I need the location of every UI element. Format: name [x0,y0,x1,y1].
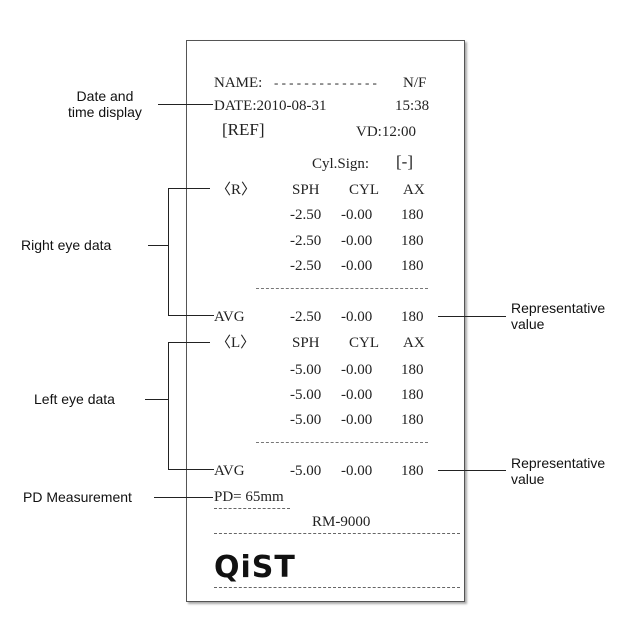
left-row-3-cyl: -0.00 [341,412,373,428]
right-row-1-sph: -2.50 [290,207,322,223]
left-avg-ax: 180 [401,463,424,479]
left-row-1-cyl: -0.00 [341,362,373,378]
right-header-cyl: CYL [349,182,379,198]
right-row-1-cyl: -0.00 [341,207,373,223]
left-header-ax: AX [403,335,425,351]
name-dashes: - - - - - - - - - - - - - - [274,75,377,90]
leader-right-eye [148,245,168,246]
right-avg-ax: 180 [401,309,424,325]
leader-left-eye [145,399,168,400]
right-row-2-sph: -2.50 [290,233,322,249]
annotation-pd: PD Measurement [23,489,132,505]
right-row-1-ax: 180 [401,207,424,223]
leader-pd [154,497,213,498]
footer-rule [214,587,460,588]
leader-date-time [158,104,213,105]
model-rule-bottom [214,533,460,534]
left-avg-sph: -5.00 [290,463,322,479]
right-row-2-cyl: -0.00 [341,233,373,249]
left-row-2-ax: 180 [401,387,424,403]
right-header-ax: AX [403,182,425,198]
bracket-right-eye-top [168,188,210,189]
right-avg-label: AVG [214,309,245,325]
left-avg-label: AVG [214,463,245,479]
model-text: RM-9000 [312,514,371,530]
left-separator [256,442,428,443]
model-rule-left [214,508,290,509]
annotation-left-eye: Left eye data [34,391,115,407]
left-header-cyl: CYL [349,335,379,351]
leader-representative-2 [438,470,506,471]
right-avg-cyl: -0.00 [341,309,373,325]
mode-text: [REF] [222,120,265,139]
qist-logo: QiST [214,550,296,585]
cyl-sign-value: [-] [396,152,413,171]
leader-representative-1 [438,316,506,317]
left-header-sph: SPH [292,335,320,351]
left-row-2-sph: -5.00 [290,387,322,403]
right-row-3-sph: -2.50 [290,258,322,274]
left-row-1-sph: -5.00 [290,362,322,378]
bracket-right-eye-bottom [168,315,214,316]
bracket-right-eye [168,188,169,315]
annotation-date-time: Date and time display [68,88,142,120]
annotation-representative-1: Representative value [511,300,606,332]
right-row-2-ax: 180 [401,233,424,249]
right-eye-label: 〈R〉 [216,182,257,198]
right-avg-sph: -2.50 [290,309,322,325]
vd-text: VD:12:00 [356,124,416,140]
right-row-3-cyl: -0.00 [341,258,373,274]
left-row-3-sph: -5.00 [290,412,322,428]
right-header-sph: SPH [292,182,320,198]
name-label: NAME: [214,75,263,91]
left-avg-cyl: -0.00 [341,463,373,479]
bracket-left-eye [168,342,169,469]
time-text: 15:38 [395,98,430,114]
annotation-right-eye: Right eye data [21,237,112,253]
cyl-sign-label: Cyl.Sign: [312,156,370,172]
left-row-1-ax: 180 [401,362,424,378]
bracket-left-eye-top [168,342,210,343]
left-row-2-cyl: -0.00 [341,387,373,403]
pd-text: PD= 65mm [214,489,284,505]
right-row-3-ax: 180 [401,258,424,274]
name-value: N/F [403,75,427,91]
date-text: DATE:2010-08-31 [214,98,327,114]
left-eye-label: 〈L〉 [216,335,256,351]
left-row-3-ax: 180 [401,412,424,428]
bracket-left-eye-bottom [168,469,214,470]
right-separator [256,288,428,289]
annotation-representative-2: Representative value [511,455,606,487]
